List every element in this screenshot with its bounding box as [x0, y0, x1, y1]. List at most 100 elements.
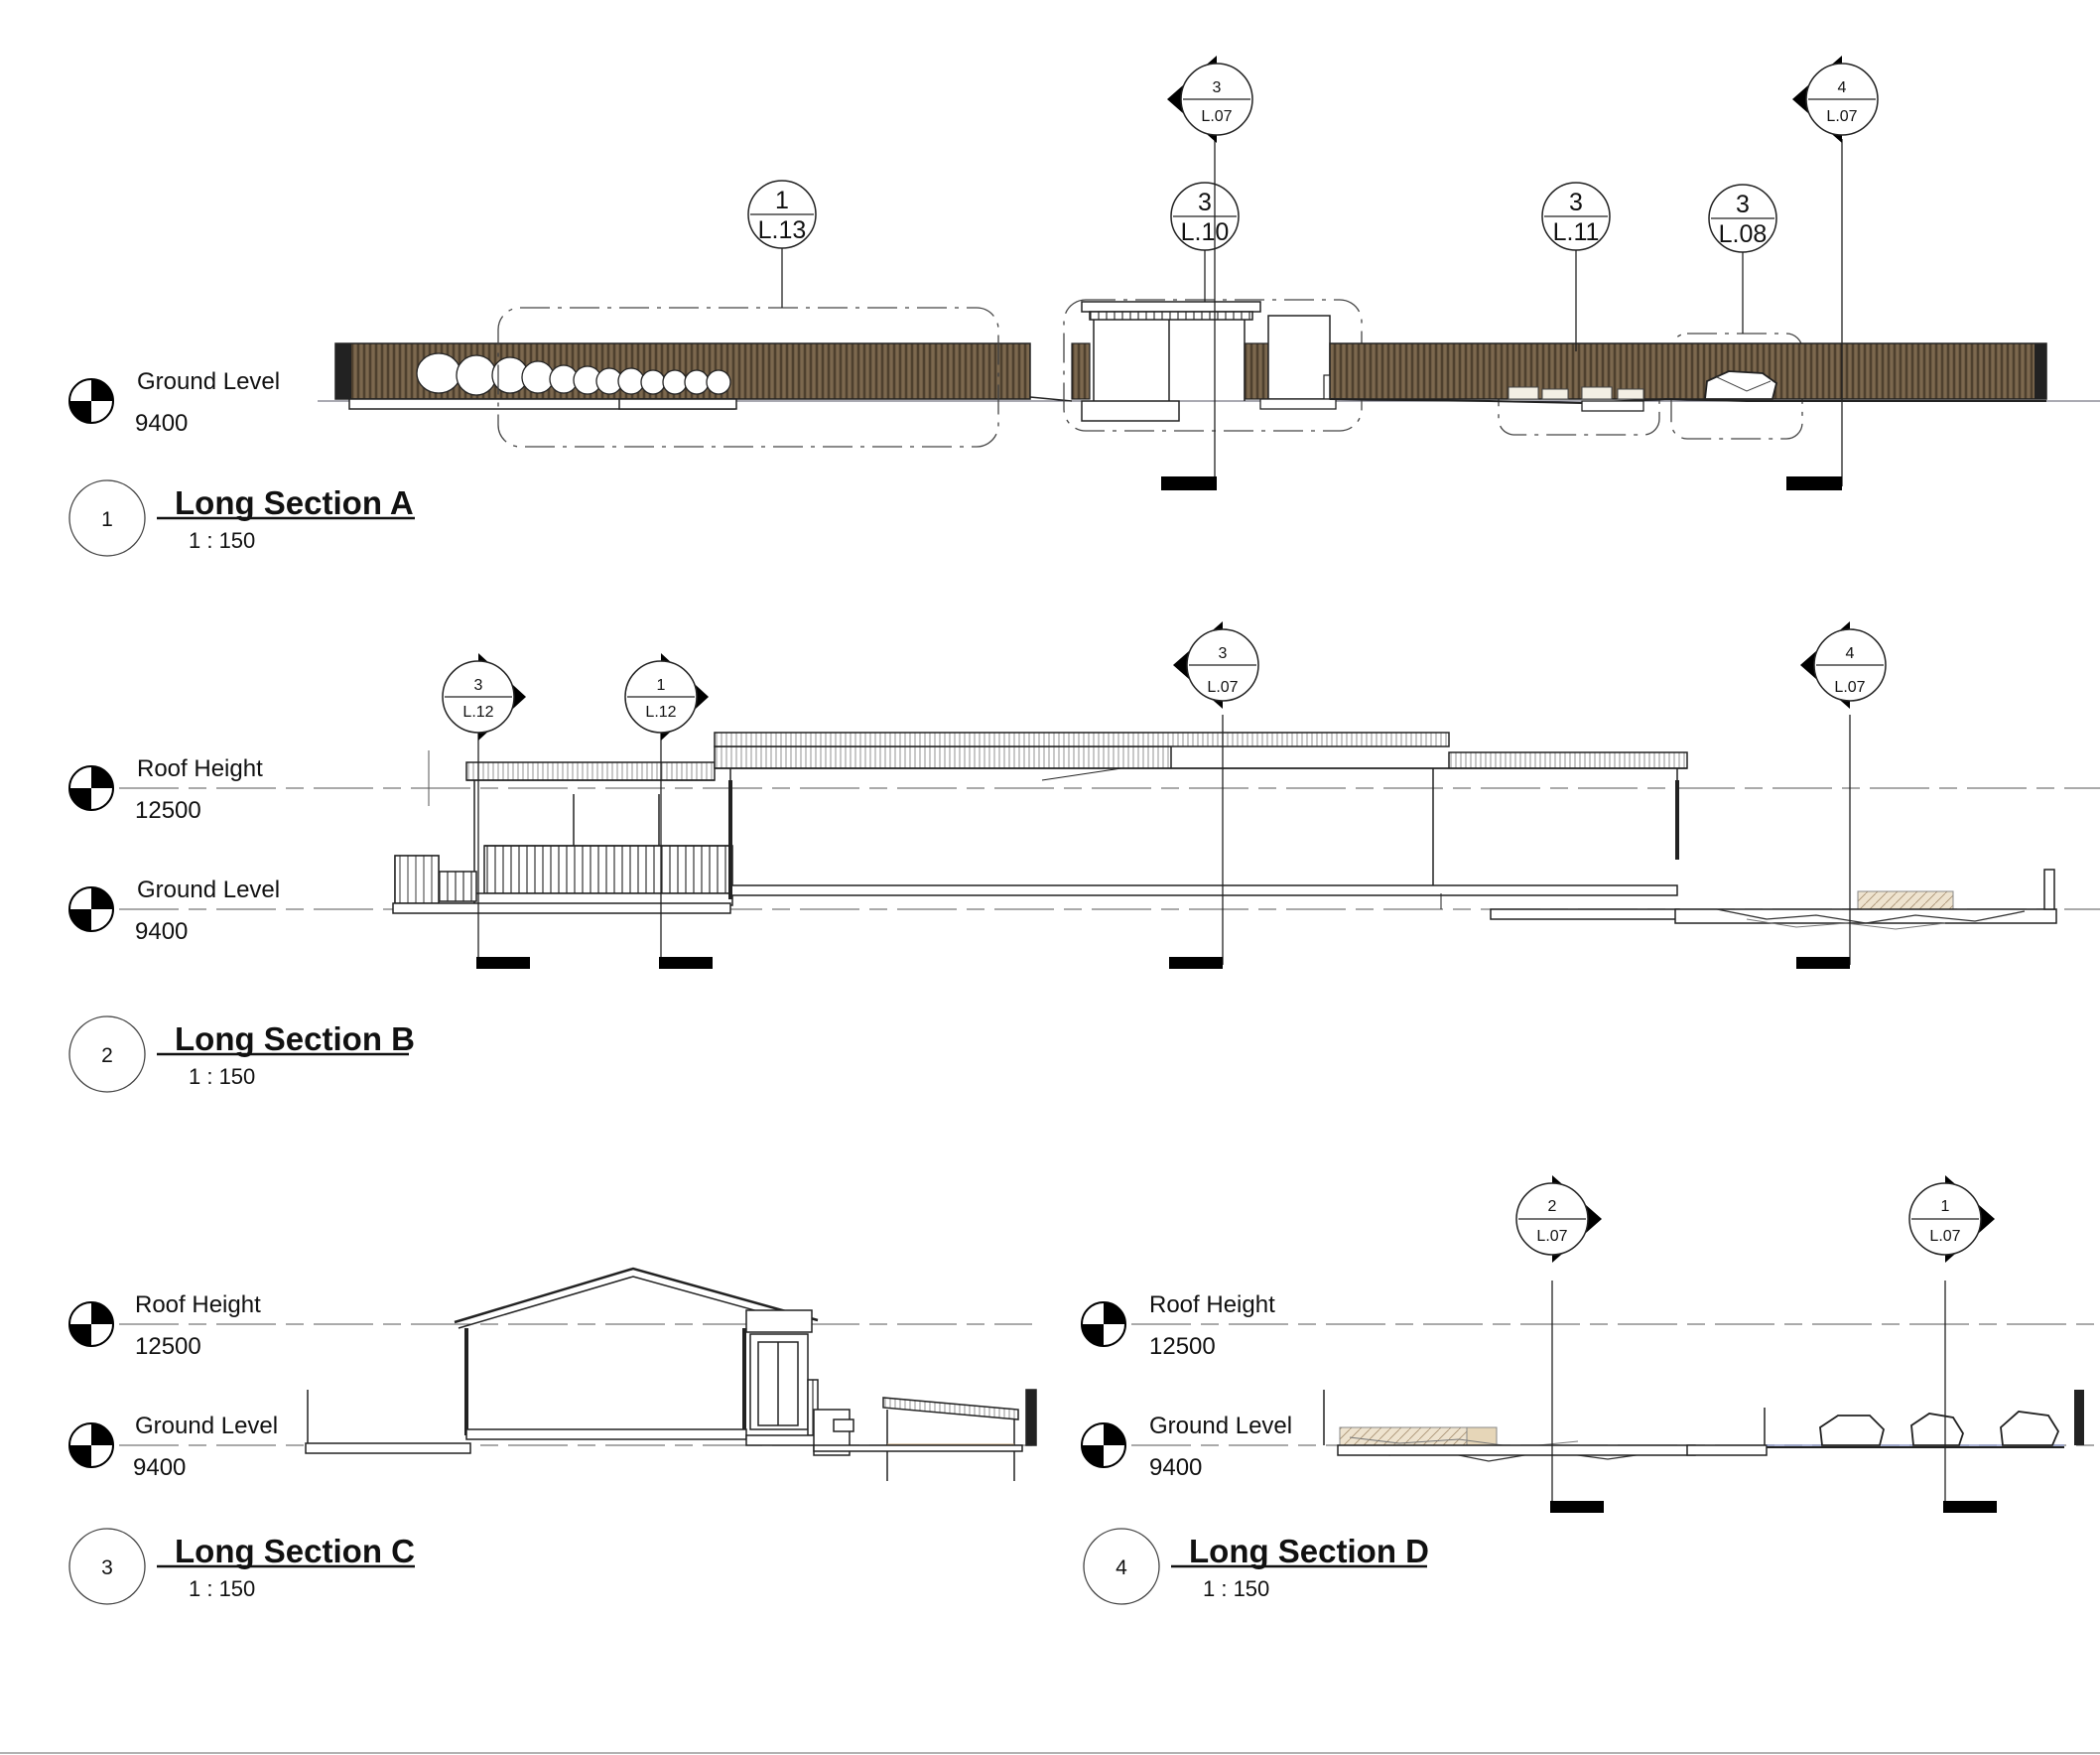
level-name: Roof Height [135, 1291, 261, 1318]
marker-sheet-ref: L.07 [1826, 108, 1857, 125]
veranda [392, 761, 733, 914]
cut-line-tail [659, 957, 713, 969]
view-number: 4 [1116, 1556, 1127, 1579]
detail-callout[interactable]: 3 L.10 [1170, 182, 1240, 251]
level-value: 12500 [1149, 1333, 1216, 1360]
level-value: 12500 [135, 1333, 201, 1360]
tree-row [416, 352, 731, 396]
level-marker-ground [68, 886, 114, 932]
level-name: Ground Level [137, 877, 280, 903]
view-title: 3 Long Section C 1 : 150 [68, 1528, 415, 1605]
cut-line-tail [1161, 476, 1217, 490]
view-title-text: Long Section D [1189, 1533, 1429, 1569]
view-number-circle [68, 479, 146, 557]
level-value: 9400 [133, 1454, 186, 1481]
section-c: Roof Height 12500 Ground Level 9400 [68, 1267, 1037, 1605]
marker-number: 3 [1219, 645, 1228, 662]
view-number-circle [68, 1015, 146, 1093]
boulder-group [1819, 1411, 2060, 1446]
level-name: Roof Height [137, 755, 263, 782]
boulder-facet [1716, 376, 1772, 392]
view-number: 2 [101, 1044, 113, 1067]
view-number: 3 [101, 1556, 113, 1579]
view-scale: 1 : 150 [189, 1576, 255, 1601]
ground-surface [1329, 397, 2046, 405]
detail-callout[interactable]: 3 L.11 [1541, 182, 1611, 251]
cut-line-tail [1169, 957, 1223, 969]
section-marker[interactable]: 3 L.07 [1169, 621, 1259, 969]
marker-sheet-ref: L.12 [645, 704, 676, 721]
gate-post [2034, 343, 2046, 399]
section-marker[interactable]: 4 L.07 [1796, 621, 1887, 969]
timber-seating [1508, 386, 1644, 400]
marker-sheet-ref: L.07 [1536, 1228, 1567, 1245]
view-title: 2 Long Section B 1 : 150 [68, 1015, 415, 1093]
path-edge [1029, 396, 1073, 402]
boulder [1910, 1413, 1964, 1446]
view-number-circle [1083, 1528, 1160, 1605]
pavilion [813, 1389, 1037, 1481]
slab [1259, 398, 1337, 410]
storage-unit [1267, 315, 1331, 400]
marker-number: 1 [657, 677, 666, 694]
landscape-section [1323, 1390, 2084, 1462]
level-value: 9400 [135, 410, 188, 437]
level-name: Ground Level [137, 368, 280, 395]
level-value: 12500 [135, 797, 201, 824]
callout-boundary [497, 307, 999, 448]
callout-sheet-ref: L.08 [1719, 220, 1768, 248]
cut-line-tail [1943, 1501, 1997, 1513]
main-building [714, 732, 1688, 920]
level-value: 9400 [1149, 1454, 1202, 1481]
section-b: Roof Height 12500 Ground Level 9400 [68, 621, 2100, 1093]
section-marker[interactable]: 1 L.07 [1908, 1175, 1997, 1513]
view-title-text: Long Section A [175, 484, 414, 521]
section-marker[interactable]: 1 L.12 [624, 653, 713, 969]
marker-sheet-ref: L.12 [462, 704, 493, 721]
level-marker-roof [68, 1301, 114, 1347]
planter-base [618, 398, 737, 410]
level-value: 9400 [135, 918, 188, 945]
boulder [1703, 370, 1778, 400]
level-marker-ground [1081, 1422, 1126, 1468]
view-number: 1 [101, 508, 113, 531]
section-marker[interactable]: 3 L.07 [1161, 56, 1253, 490]
callout-sheet-ref: L.13 [758, 216, 807, 244]
view-title: 1 Long Section A 1 : 150 [68, 479, 415, 557]
view-number-circle [68, 1528, 146, 1605]
view-title: 4 Long Section D 1 : 150 [1083, 1528, 1429, 1605]
section-marker[interactable]: 2 L.07 [1515, 1175, 1604, 1513]
cut-line-tail [476, 957, 530, 969]
section-marker[interactable]: 4 L.07 [1786, 56, 1879, 490]
timber-fence [1244, 342, 1269, 400]
callout-number: 3 [1736, 191, 1750, 218]
level-name: Ground Level [135, 1413, 278, 1439]
boulder [2000, 1411, 2060, 1446]
level-marker-roof [1081, 1301, 1126, 1347]
callout-number: 3 [1198, 189, 1212, 216]
section-marker[interactable]: 3 L.12 [442, 653, 530, 969]
timber-fence [1329, 342, 2047, 400]
callout-number: 3 [1569, 189, 1583, 216]
detail-callout[interactable]: 3 L.08 [1708, 184, 1777, 253]
marker-sheet-ref: L.07 [1834, 679, 1865, 696]
level-name: Ground Level [1149, 1413, 1292, 1439]
callout-sheet-ref: L.11 [1553, 218, 1600, 246]
marker-sheet-ref: L.07 [1929, 1228, 1960, 1245]
timber-fence [1071, 342, 1091, 400]
view-scale: 1 : 150 [1203, 1576, 1269, 1601]
level-name: Roof Height [1149, 1291, 1275, 1318]
marker-sheet-ref: L.07 [1201, 108, 1232, 125]
detail-callout[interactable]: 1 L.13 [747, 180, 817, 249]
boulder [1819, 1415, 1885, 1446]
view-scale: 1 : 150 [189, 1064, 255, 1089]
view-title-text: Long Section B [175, 1020, 415, 1057]
section-a: Ground Level 9400 [68, 56, 2100, 557]
marker-number: 4 [1838, 79, 1847, 96]
cut-line-tail [1786, 476, 1842, 490]
marker-number: 4 [1846, 645, 1855, 662]
view-title-text: Long Section C [175, 1533, 415, 1569]
marker-number: 1 [1941, 1198, 1950, 1215]
slab [1581, 400, 1644, 412]
